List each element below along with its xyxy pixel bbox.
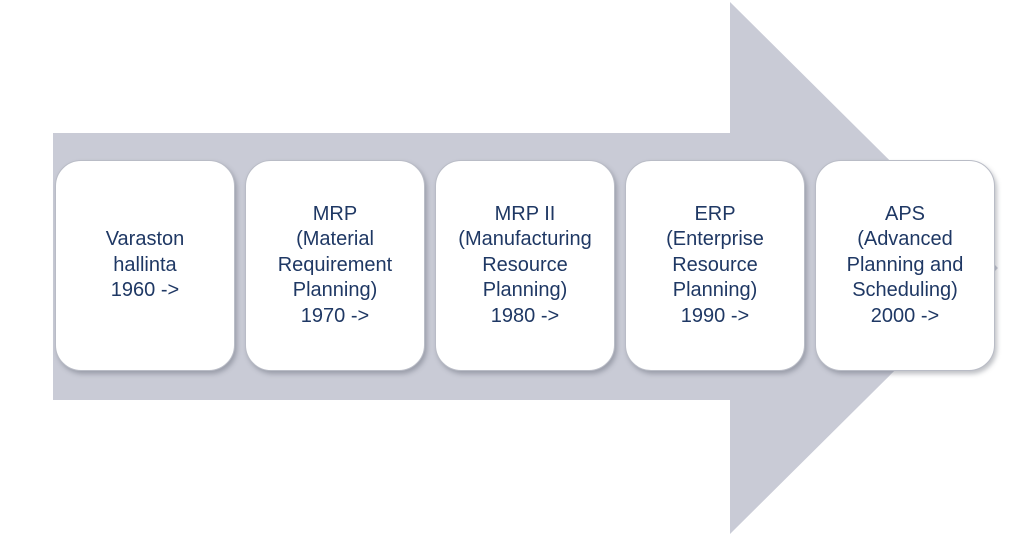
stage-line: (Manufacturing: [458, 228, 592, 251]
stage-label: APS (Advanced Planning and Scheduling) 2…: [847, 202, 964, 330]
stage-line: Resource: [482, 253, 568, 276]
stage-line: Planning): [482, 279, 568, 302]
stage-year: 1990 ->: [680, 304, 750, 327]
stage-box-aps: APS (Advanced Planning and Scheduling) 2…: [815, 160, 995, 371]
stage-label: MRP (Material Requirement Planning) 1970…: [278, 202, 393, 330]
stage-line: hallinta: [113, 253, 177, 276]
stage-line: Planning): [672, 279, 758, 302]
stage-title: ERP: [694, 202, 736, 225]
stage-label: Varaston hallinta 1960 ->: [106, 227, 185, 304]
stage-line: Resource: [672, 253, 758, 276]
stage-box-mrp-ii: MRP II (Manufacturing Resource Planning)…: [435, 160, 615, 371]
stage-title: APS: [884, 202, 926, 225]
stage-line: (Advanced: [857, 228, 953, 251]
stage-title: MRP II: [494, 202, 556, 225]
stage-title: Varaston: [105, 228, 185, 251]
stage-year: 1960 ->: [110, 279, 180, 302]
stage-line: Scheduling): [852, 279, 958, 302]
stage-line: (Enterprise: [666, 228, 764, 251]
stage-label: ERP (Enterprise Resource Planning) 1990 …: [666, 202, 764, 330]
stage-box-erp: ERP (Enterprise Resource Planning) 1990 …: [625, 160, 805, 371]
stage-line: Planning): [292, 279, 378, 302]
stage-line: Planning and: [846, 253, 964, 276]
stage-title: MRP: [312, 202, 358, 225]
stage-year: 1970 ->: [300, 304, 370, 327]
stage-label: MRP II (Manufacturing Resource Planning)…: [458, 202, 591, 330]
stage-line: (Material: [296, 228, 374, 251]
stage-year: 1980 ->: [490, 304, 560, 327]
stage-line: Requirement: [277, 253, 393, 276]
stage-box-mrp: MRP (Material Requirement Planning) 1970…: [245, 160, 425, 371]
stage-year: 2000 ->: [870, 304, 940, 327]
stage-box-inventory: Varaston hallinta 1960 ->: [55, 160, 235, 371]
